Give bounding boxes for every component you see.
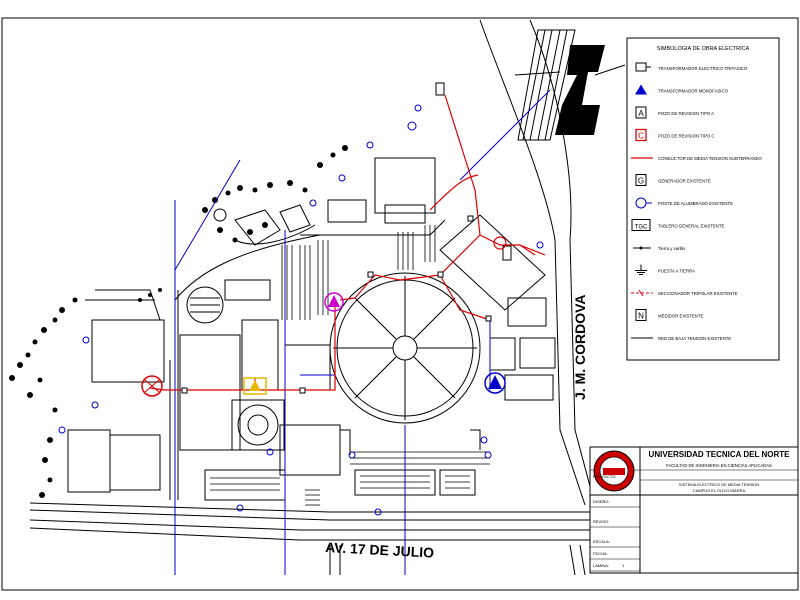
north-arrow: Z (514, 29, 626, 141)
legend-row: POSTE DE ALUMBRADO EXISTENTE (635, 197, 733, 209)
title-field-label: REVISO: (593, 519, 609, 524)
transformer-magenta (324, 292, 344, 312)
transformer-top (493, 236, 507, 250)
svg-text:A: A (638, 109, 644, 118)
box-tgc-icon: TGC (631, 219, 651, 231)
legend-row: CONDUCTOR DE MEDIA TENSION SUBTERRANEO (631, 156, 762, 161)
svg-text:N: N (638, 312, 644, 321)
vegetation (9, 145, 348, 498)
transformer-blue (484, 372, 506, 394)
blue-network (174, 89, 551, 575)
box-c-icon: C (635, 128, 647, 142)
project-row-label: PROYECTO: (593, 474, 617, 479)
title-field: FECHA: (590, 551, 640, 560)
legend-row-label: Tierra y varilla (658, 246, 685, 251)
legend-panel: SIMBOLOGIA DE OBRA ELECTRICA TRANSFORMAD… (626, 37, 780, 361)
legend-row-label: MEDIDOR EXISTENTE (658, 314, 703, 319)
svg-text:G: G (638, 177, 644, 186)
svg-text:C: C (638, 132, 644, 141)
legend-row: SECCIONADOR TRIPOLAR EXISTENTE (631, 289, 738, 297)
legend-row-label: TRANSFORMADOR MONOFASICO (658, 89, 729, 94)
drawing-frame (1, 17, 799, 591)
dash-red-icon (631, 289, 653, 297)
title-field-label: ESCALA: (593, 539, 610, 544)
street-label-av-17-de-julio: AV. 17 DE JULIO (325, 539, 435, 561)
legend-row: PUESTA A TIERRA (635, 264, 695, 275)
project-line-1: SISTEMA ELECTRICO DE MEDIA TENSION (679, 482, 759, 487)
circle-blue-icon (635, 197, 652, 209)
legend-row: TRANSFORMADOR ELECTRICO TRIFASICO (635, 62, 748, 72)
ground-rod-icon (633, 246, 651, 250)
legend-row-label: POZO DE REVISION TIPO C (658, 134, 715, 139)
title-field: DISEÑO: (590, 499, 640, 508)
project-line-2: CAMPUS EL OLIVO IBARRA (693, 488, 746, 493)
legend-row: Tierra y varilla (633, 246, 685, 251)
legend-row: G GENERADOR EXISTENTE (635, 174, 711, 186)
legend-row: N MEDIDOR EXISTENTE (635, 309, 703, 321)
svg-text:TGC: TGC (635, 225, 648, 231)
legend-row: TGC TABLERO GENERAL EXISTENTE (631, 219, 725, 231)
lighting-poles (58, 104, 544, 516)
box-a-icon: A (635, 106, 647, 119)
legend-row-label: TRANSFORMADOR ELECTRICO TRIFASICO (658, 66, 748, 71)
building-cluster (85, 204, 316, 321)
street-label-jm-cordova: J. M. CORDOVA (572, 294, 588, 400)
title-block: UTN UNIVERSIDAD TECNICA DEL NORTE FACULT… (589, 446, 799, 574)
site-features (186, 286, 285, 451)
legend-row-label: PUESTA A TIERRA (658, 269, 695, 274)
legend-row-label: CONDUCTOR DE MEDIA TENSION SUBTERRANEO (658, 156, 762, 161)
buildings (67, 157, 556, 501)
title-field: LAMINA: 1 (590, 563, 640, 572)
title-field-label: DISEÑO: (593, 499, 609, 504)
legend-row-label: POSTE DE ALUMBRADO EXISTENTE (658, 201, 733, 206)
logo-text: UTN (609, 478, 620, 484)
transformer-box-icon (635, 62, 651, 72)
legend-title: SIMBOLOGIA DE OBRA ELECTRICA (657, 46, 750, 52)
legend-row-label: RED DE BAJA TENSION EXISTENTE (658, 336, 731, 341)
legend-row-label: SECCIONADOR TRIPOLAR EXISTENTE (658, 291, 738, 296)
ground-icon (635, 264, 647, 275)
box-n-icon: N (635, 309, 647, 321)
title-field: ESCALA: (590, 539, 640, 548)
transformer-red (141, 375, 163, 397)
triangle-blue-icon (635, 84, 647, 95)
transformer-yellow (243, 377, 267, 395)
legend-row: RED DE BAJA TENSION EXISTENTE (631, 336, 731, 341)
legend-row: A POZO DE REVISION TIPO A (635, 106, 714, 119)
faculty-name: FACULTAD DE INGENIERIA EN CIENCIAS APLIC… (666, 463, 772, 468)
legend-row: C POZO DE REVISION TIPO C (635, 128, 715, 142)
legend-row-label: POZO DE REVISION TIPO A (658, 111, 714, 116)
title-field-label: LAMINA: (593, 563, 609, 568)
legend-row: TRANSFORMADOR MONOFASICO (635, 84, 729, 95)
junction-boxes (181, 82, 512, 394)
box-g-icon: G (635, 174, 647, 186)
parking-stripes (210, 225, 490, 506)
university-logo: UTN (593, 450, 635, 492)
title-field-value: 1 (622, 563, 625, 568)
red-conductor (149, 94, 546, 391)
legend-row-label: TABLERO GENERAL EXISTENTE (658, 224, 725, 229)
central-plaza (329, 272, 481, 455)
title-field: REVISO: (590, 519, 640, 528)
legend-row-label: GENERADOR EXISTENTE (658, 179, 711, 184)
title-field-label: FECHA: (593, 551, 608, 556)
university-name: UNIVERSIDAD TECNICA DEL NORTE (649, 450, 791, 459)
